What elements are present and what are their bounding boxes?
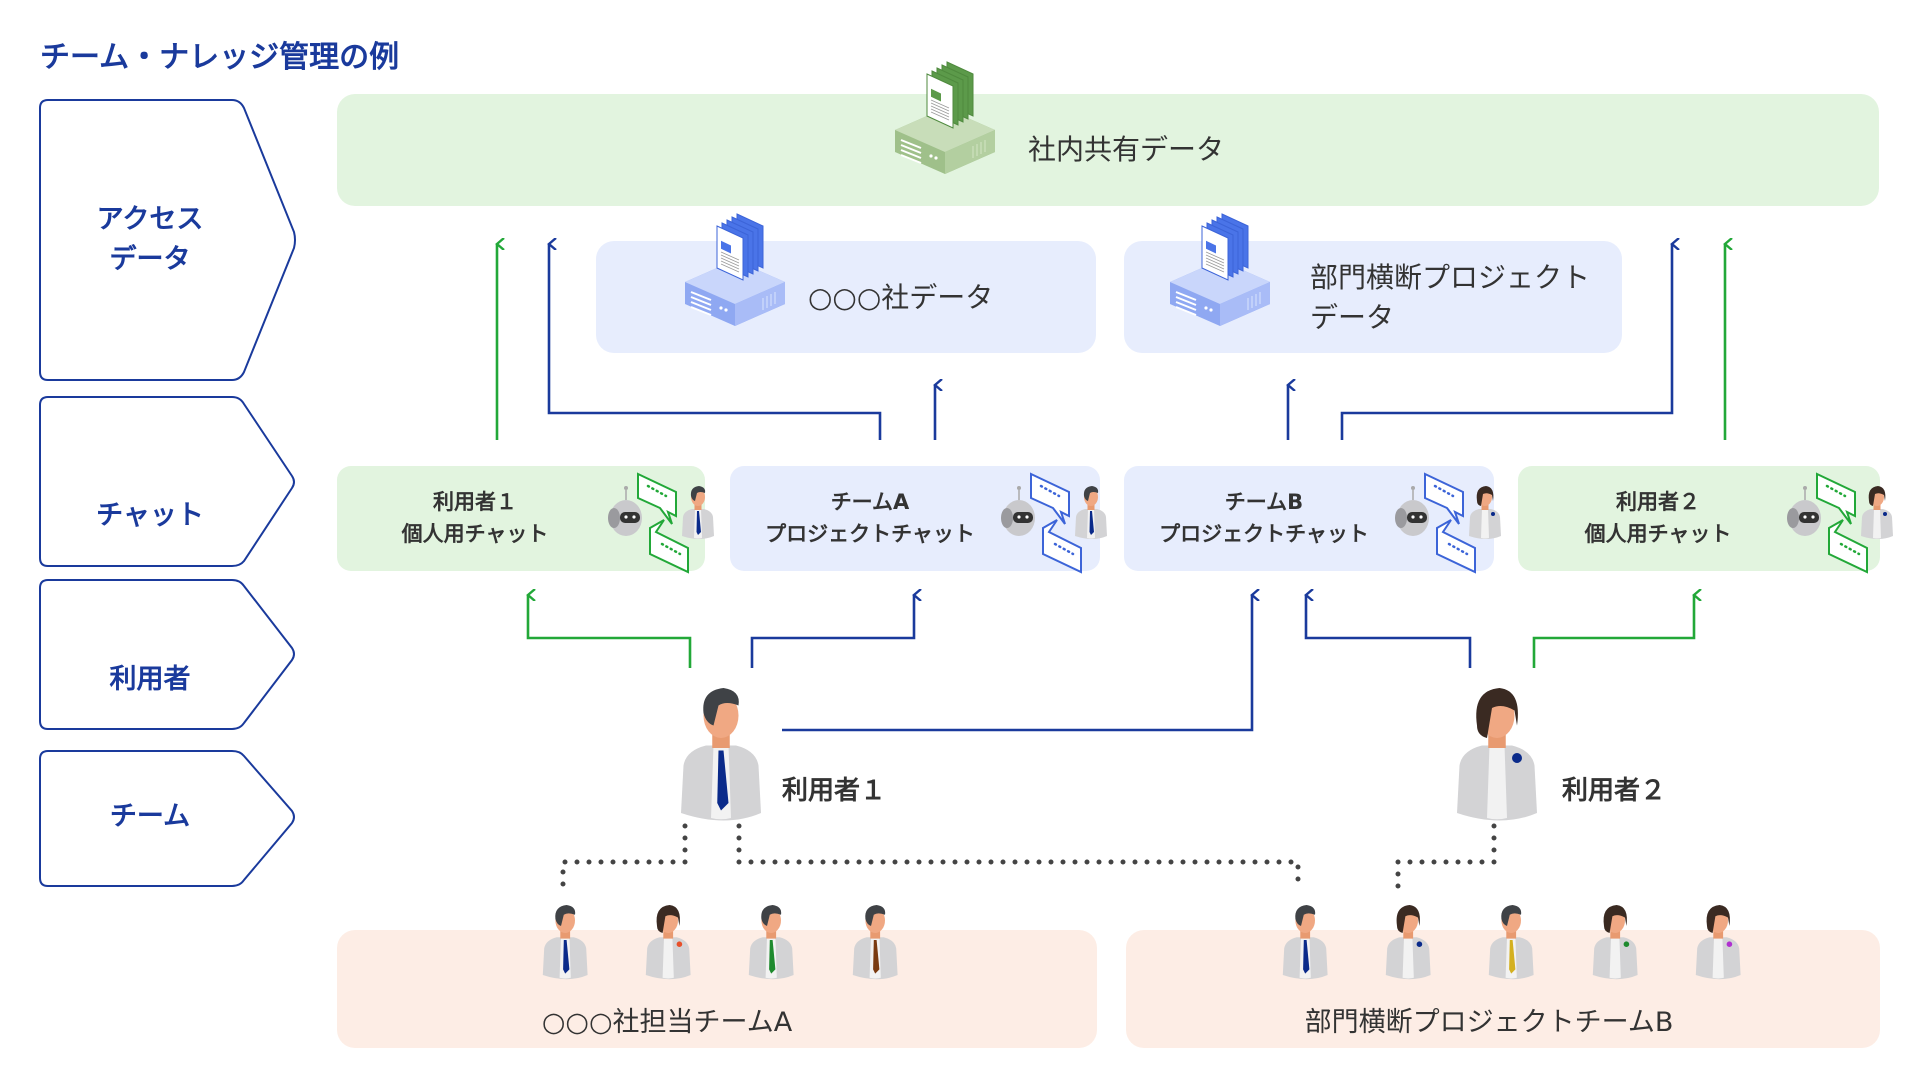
- chat-label-line1: チームA: [830, 490, 910, 514]
- arrow-team-a-chat-to-shared: [549, 244, 882, 440]
- data-source-label-project: 部門横断プロジェクト データ: [1310, 258, 1590, 338]
- arrow-user2-to-team-b-chat: [1306, 595, 1472, 668]
- chat-label-line2: 個人用チャット: [401, 522, 549, 546]
- chatbot-user-icon: [608, 472, 689, 574]
- arrow-user1-to-team-a-chat: [750, 595, 914, 668]
- chat-label-team-b: チームB プロジェクトチャット: [1144, 486, 1384, 550]
- chatbot-user-icon: [1395, 472, 1476, 574]
- arrow-team-b-chat-to-shared: [1340, 244, 1672, 440]
- arrow-user1-to-team-b-chat: [782, 595, 1252, 732]
- chatbot-user-icon: [1001, 472, 1082, 574]
- team-member-avatar: [748, 905, 794, 980]
- chat-label-line2: プロジェクトチャット: [765, 522, 975, 546]
- row-label-team: チーム: [109, 801, 191, 832]
- server-documents-icon: [685, 213, 785, 326]
- chatbot-user-icon: [1787, 472, 1868, 574]
- row-label-line1: アクセス: [96, 204, 204, 235]
- team-member-avatar: [1488, 905, 1534, 980]
- server-documents-icon: [895, 61, 995, 174]
- data-source-label-company: ○○○社データ: [808, 281, 994, 314]
- dotted-user1-to-team-a: [560, 823, 688, 893]
- row-label-chat: チャット: [96, 500, 204, 531]
- chat-label-team-a: チームA プロジェクトチャット: [750, 486, 990, 550]
- arrow-user1-to-personal-chat: [528, 595, 692, 668]
- chat-label-line1: 利用者２: [1616, 490, 1700, 514]
- chat-user-avatar: [1075, 486, 1107, 539]
- chat-label-line1: チームB: [1224, 490, 1304, 514]
- dotted-user1-to-team-b: [736, 823, 1301, 893]
- dotted-user2-to-team-b: [1395, 823, 1497, 893]
- page-title: チーム・ナレッジ管理の例: [40, 40, 400, 75]
- chat-label-line2: プロジェクトチャット: [1159, 522, 1369, 546]
- data-source-box-company[interactable]: [596, 241, 1096, 353]
- chat-label-line2: 個人用チャット: [1584, 522, 1732, 546]
- team-label-b: 部門横断プロジェクトチームB: [1304, 1007, 1674, 1038]
- row-label-access-data: アクセス データ: [40, 200, 260, 280]
- row-label-line2: データ: [109, 244, 191, 275]
- chat-label-line1: 利用者１: [433, 490, 517, 514]
- team-member-avatar: [1592, 905, 1638, 980]
- team-member-avatar: [1385, 905, 1431, 980]
- user-label-1: 利用者１: [782, 776, 887, 806]
- shared-data-label: 社内共有データ: [1028, 133, 1225, 166]
- server-documents-icon: [1170, 213, 1270, 326]
- chat-label-user1: 利用者１ 個人用チャット: [370, 486, 580, 550]
- row-chevron-access-data: [39, 99, 296, 381]
- arrow-user2-to-personal-chat: [1532, 595, 1694, 668]
- row-chevron-team: [39, 750, 295, 887]
- chat-user-avatar: [1861, 486, 1893, 539]
- chat-user-avatar: [1469, 486, 1501, 539]
- team-label-a: ○○○社担当チームA: [541, 1007, 793, 1038]
- row-label-users: 利用者: [109, 664, 191, 695]
- row-chevron-chat: [39, 396, 295, 567]
- team-member-avatar: [852, 905, 898, 980]
- chat-label-user2: 利用者２ 個人用チャット: [1553, 486, 1763, 550]
- data-source-label-line1: 部門横断プロジェクト: [1310, 261, 1591, 294]
- user-avatar: [1457, 688, 1537, 821]
- shared-data-box[interactable]: [337, 94, 1879, 206]
- team-member-avatar: [1282, 905, 1328, 980]
- row-chevron-users: [39, 579, 295, 730]
- user-avatar: [681, 688, 761, 821]
- data-source-label-line2: データ: [1310, 301, 1395, 334]
- team-member-avatar: [542, 905, 588, 980]
- user-label-2: 利用者２: [1562, 776, 1667, 806]
- team-box-a[interactable]: [337, 930, 1097, 1048]
- team-member-avatar: [645, 905, 691, 980]
- team-member-avatar: [1695, 905, 1741, 980]
- chat-user-avatar: [682, 486, 714, 539]
